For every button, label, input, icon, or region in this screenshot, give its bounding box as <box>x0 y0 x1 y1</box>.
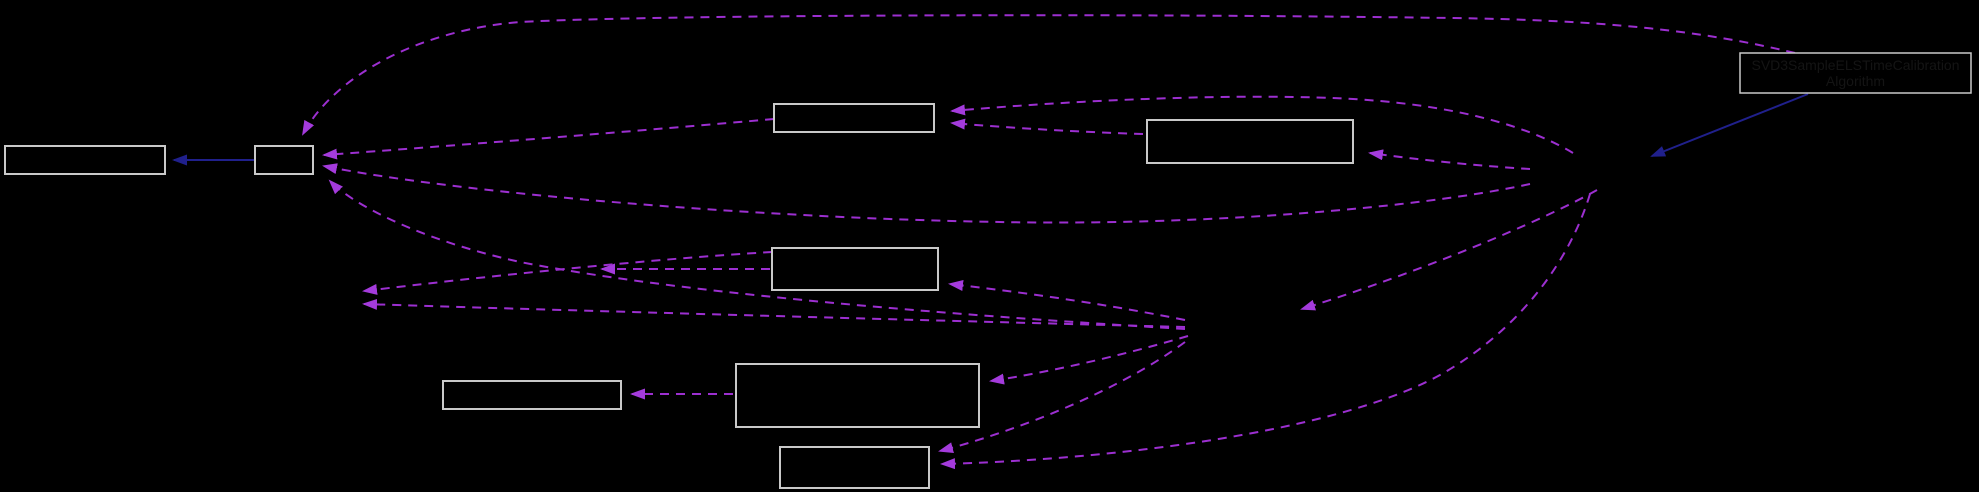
class-node-node-base-small[interactable] <box>254 145 314 175</box>
usage-edge-uses-hidden-to-small <box>322 163 1531 224</box>
nodes-layer <box>4 103 1354 489</box>
usage-edge-uses-hidden2-to-ghost3 <box>362 298 1186 328</box>
edges-layer <box>172 14 1809 470</box>
usage-edge-uses-middle-to-ghost2 <box>362 251 773 295</box>
highlighted-class-label-line1: SVD3SampleELSTimeCalibration <box>1751 57 1959 73</box>
usage-edge-uses-hidden2-to-bottom <box>938 341 1186 454</box>
highlight-layer: SVD3SampleELSTimeCalibration Algorithm <box>1739 52 1972 94</box>
class-node-node-lower-left[interactable] <box>442 380 622 410</box>
class-node-node-left[interactable] <box>4 145 166 175</box>
class-node-node-lower-middle[interactable] <box>735 363 980 428</box>
usage-edge-uses-topmid-to-small <box>322 118 775 160</box>
highlighted-class-label-line2: Algorithm <box>1826 73 1885 89</box>
class-node-node-bottom[interactable] <box>779 446 930 489</box>
usage-edge-uses-hidden-to-rightmid <box>1368 149 1531 170</box>
usage-edge-uses-algo-to-small-toparc <box>302 14 1796 136</box>
class-node-node-middle[interactable] <box>771 247 939 291</box>
inheritance-edge-inherit-algo-to-hidden <box>1650 93 1809 157</box>
highlighted-class-node[interactable] <box>1739 52 1972 94</box>
class-node-node-top-middle[interactable] <box>773 103 935 133</box>
usage-edge-uses-hidden-to-hidden2 <box>1300 189 1598 311</box>
class-node-node-right-middle[interactable] <box>1146 119 1354 164</box>
usage-edge-uses-hidden2-to-small-bottom <box>328 179 1186 330</box>
usage-edge-uses-hidden-to-bottom <box>940 193 1591 470</box>
usage-edge-uses-hidden-to-topmid <box>950 95 1574 154</box>
usage-edge-uses-hidden2-to-middle <box>948 280 1186 321</box>
usage-edge-uses-rightmid-to-topmid <box>950 118 1144 135</box>
usage-edge-uses-hidden2-to-lowmid <box>989 335 1189 385</box>
